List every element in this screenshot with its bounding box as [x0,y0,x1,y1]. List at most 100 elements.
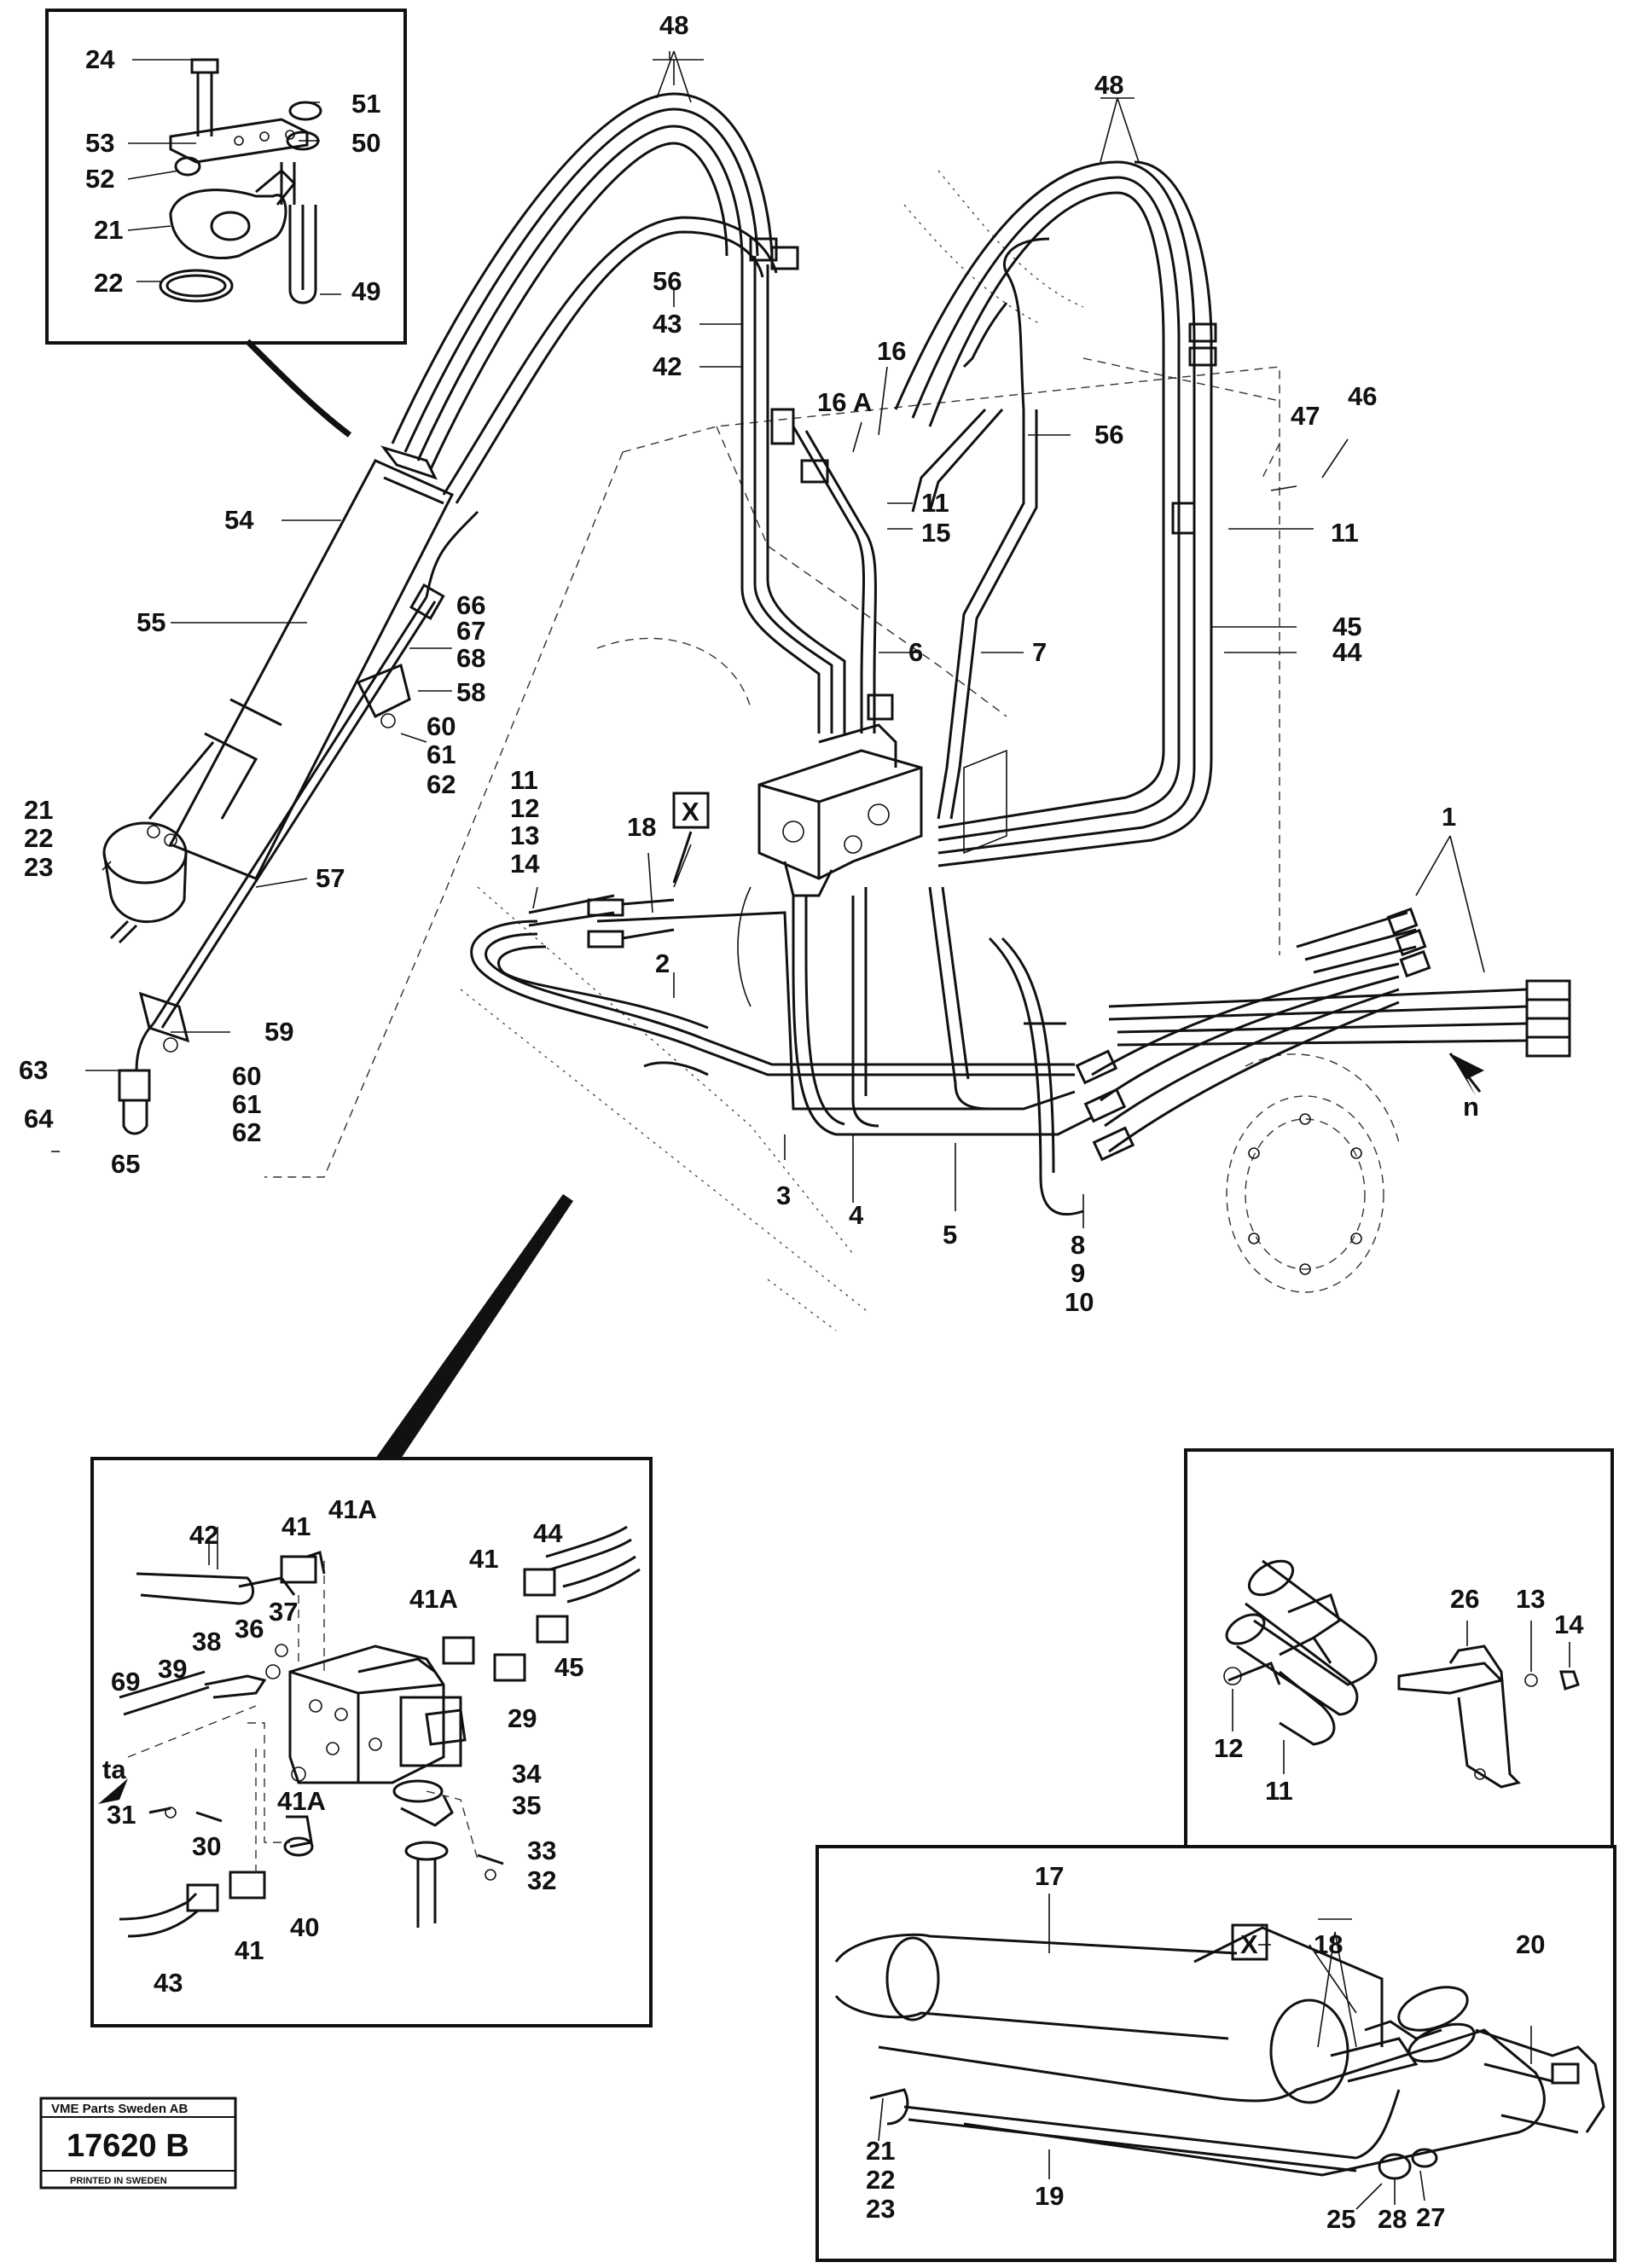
callout-55: 55 [136,607,165,637]
callout-66: 66 [456,590,485,620]
callout-21: 21 [94,215,123,245]
callout-43: 43 [154,1968,183,1998]
callout-27: 27 [1416,2202,1445,2232]
callout-19: 19 [1035,2181,1064,2211]
callout-29: 29 [508,1703,537,1733]
callout-26: 26 [1450,1584,1479,1614]
callout-62: 62 [427,769,456,799]
callout-60: 60 [427,711,456,741]
callout-33: 33 [527,1836,556,1865]
callout-16: 16 [877,336,906,366]
callout-11: 11 [1265,1776,1293,1806]
callout-61: 61 [232,1089,261,1119]
callout-61: 61 [427,740,456,769]
callout-30: 30 [192,1831,221,1861]
inset-pipe-clamp [45,9,407,438]
callout-23: 23 [866,2194,895,2224]
callout-13: 13 [510,821,539,850]
callout-10: 10 [1065,1287,1094,1317]
callout-22: 22 [94,268,123,298]
callout-68: 68 [456,643,485,673]
callout-65: 65 [111,1149,140,1179]
callout-42: 42 [189,1520,218,1550]
callout-41a: 41A [328,1494,377,1524]
callout-9: 9 [1071,1258,1085,1288]
callout-7: 7 [1032,637,1047,667]
machine-body-outline [264,170,1280,1331]
callout-22: 22 [24,823,53,853]
callout-23: 23 [24,852,53,882]
callout-67: 67 [456,616,485,646]
inset-cylinder [815,1845,1616,2262]
callout-60: 60 [232,1061,261,1091]
boom-cylinder [102,445,455,944]
callout-44: 44 [533,1518,563,1548]
callout-44: 44 [1332,637,1362,667]
callout-18: 18 [1314,1929,1343,1959]
callout-47: 47 [1291,401,1320,431]
callout-x: X [682,797,699,827]
document-stamp: VME Parts Sweden AB 17620 B PRINTED IN S… [39,2097,237,2190]
arrow-ta-icon [98,1778,128,1804]
callout-4: 4 [849,1200,864,1230]
callout-57: 57 [316,863,345,893]
callout-53: 53 [85,128,114,158]
callout-38: 38 [192,1627,221,1656]
callout-51: 51 [351,89,380,119]
callout-32: 32 [527,1865,556,1895]
callout-45: 45 [1332,612,1361,641]
callout-41a: 41A [277,1786,326,1816]
callout-36: 36 [235,1614,264,1644]
callout-17: 17 [1035,1861,1064,1891]
marker-x-box [672,792,710,829]
inset-valve-detail [90,1194,653,2027]
callout-50: 50 [351,128,380,158]
callout-31: 31 [107,1800,136,1830]
callout-ta: ta [102,1755,126,1784]
callout-x: X [1240,1929,1258,1959]
callout-59: 59 [264,1017,293,1047]
callout-2: 2 [655,948,670,978]
callout-58: 58 [456,677,485,707]
callout-14: 14 [1554,1610,1584,1639]
callout-25: 25 [1326,2204,1355,2234]
callout-21: 21 [24,795,53,825]
stamp-company: VME Parts Sweden AB [51,2102,188,2116]
control-valve [757,723,923,897]
callout-15: 15 [921,518,950,548]
callout-6: 6 [908,637,923,667]
callout-13: 13 [1516,1584,1545,1614]
callout-11: 11 [510,765,538,795]
callout-11: 11 [921,488,949,518]
callout-69: 69 [111,1667,140,1697]
stamp-printed: PRINTED IN SWEDEN [70,2176,167,2186]
callout-54: 54 [224,505,254,535]
hose-56-left [442,216,778,504]
callout-34: 34 [512,1759,542,1789]
callout-20: 20 [1516,1929,1545,1959]
callout-1: 1 [1442,802,1456,832]
callout-56: 56 [1094,420,1123,450]
wheel-hub [1226,1053,1400,1293]
pipes-42-43-6-7 [740,237,1038,820]
callout-52: 52 [85,164,114,194]
hose-48-right [894,160,1217,867]
callout-49: 49 [351,276,380,306]
callout-42: 42 [653,351,682,381]
callout-28: 28 [1378,2204,1407,2234]
marker-x-leader [672,831,693,884]
callout-48: 48 [1094,70,1123,100]
callout-63: 63 [19,1055,48,1085]
callout-5: 5 [943,1220,957,1250]
callout-41a: 41A [409,1584,458,1614]
callout-64: 64 [24,1104,54,1134]
callout-24: 24 [85,44,115,74]
callout-48: 48 [659,10,688,40]
callout-8: 8 [1071,1230,1085,1260]
pipes-lower [470,886,1571,1216]
callout-41: 41 [469,1544,498,1574]
callout-62: 62 [232,1117,261,1147]
callout-21: 21 [866,2136,895,2166]
leader-lines-main [51,50,1485,1228]
